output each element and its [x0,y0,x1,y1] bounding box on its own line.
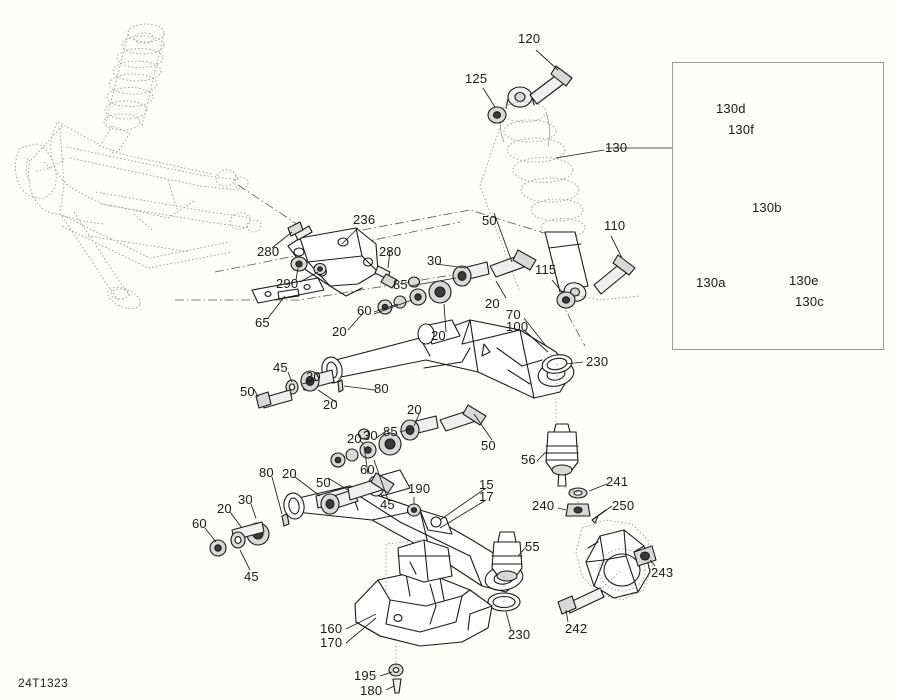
callout-130a: 130a [696,275,726,290]
callout-50-upper-front: 50 [240,384,255,399]
callout-130b: 130b [752,200,782,215]
bushing-290 [290,256,327,276]
callout-80-upper: 80 [374,381,389,396]
callout-241: 241 [606,474,629,489]
callout-240: 240 [532,498,555,513]
callout-110: 110 [604,218,626,233]
fastener-280-right [374,265,398,289]
callout-30-lower-rear: 30 [363,428,378,443]
callout-56: 56 [521,452,536,467]
callout-243: 243 [651,565,674,580]
callout-190: 190 [408,481,431,496]
skid-plate-fasteners [388,663,404,694]
callout-130e: 130e [789,273,819,288]
callout-70: 70 [506,307,521,322]
fastener-190 [406,503,422,517]
callout-60-upper: 60 [357,303,372,318]
callout-15: 15 [479,477,494,492]
callout-30-lower-front: 30 [238,492,253,507]
callout-130c: 130c [795,294,824,309]
callout-280-right: 280 [379,244,402,259]
lower-ball-joint-55 [491,531,523,582]
fastener-115 [556,291,576,309]
callout-20-upper-front: 20 [431,328,446,343]
callout-45-upper-front: 45 [273,360,288,375]
front-shock-assembly [479,86,641,302]
callout-20-upper-mid: 20 [332,324,347,339]
skid-plate [354,539,493,647]
callout-20-lower-left: 20 [217,501,232,516]
callout-180: 180 [360,683,383,698]
upper-a-arm [321,319,575,399]
callout-30-upper-front: 30 [306,369,321,384]
callout-100: 100 [506,319,529,334]
fastener-110 [593,254,636,295]
ghost-frame-assembly [15,23,262,309]
callout-130f: 130f [728,122,755,137]
callout-85-lower: 85 [383,424,398,439]
callout-236: 236 [353,212,376,227]
callout-50-lower-rear: 50 [481,438,496,453]
callout-17: 17 [479,489,494,504]
callout-230-lower: 230 [508,627,531,642]
callout-230-upper: 230 [586,354,609,369]
leader-lines [204,49,672,691]
callout-115: 115 [535,262,557,277]
callout-20-lower-front: 20 [282,466,297,481]
upper-ball-joint-56 [545,423,579,487]
callout-195: 195 [354,668,377,683]
diagram-id-code: 24T1323 [18,676,69,690]
steering-knuckle [575,519,653,601]
callout-242: 242 [565,621,588,636]
callout-45-lower-rear: 45 [380,497,395,512]
callout-250: 250 [612,498,635,513]
callout-130: 130 [605,140,628,155]
fastener-242 [557,587,605,615]
upper-front-pivot-hardware [255,369,344,409]
callout-50-upper-rear: 50 [482,213,497,228]
callout-20-upper-left: 20 [323,397,338,412]
callout-20-lower-mid: 20 [347,431,362,446]
ball-joint-fasteners [565,487,607,524]
callout-130d: 130d [716,101,746,116]
shock-detail-callout-box [672,62,884,350]
upper-bracket-236 [287,227,379,297]
callout-20-upper-rear: 20 [485,296,500,311]
callout-60-lower-mid: 60 [360,462,375,477]
upper-rear-pivot-hardware [377,249,537,315]
callout-85-upper: 85 [393,277,408,292]
callout-65: 65 [255,315,270,330]
callout-20-lower-rear: 20 [407,402,422,417]
callout-170: 170 [320,635,343,650]
callout-50-lower-front: 50 [316,475,331,490]
callout-125: 125 [465,71,488,86]
callout-290: 290 [276,276,299,291]
shock-coil-spring [500,101,586,238]
callout-55: 55 [525,539,540,554]
fastener-125 [487,106,507,124]
callout-30-upper-rear: 30 [427,253,442,268]
callout-280-left: 280 [257,244,280,259]
callout-160: 160 [320,621,343,636]
callout-80-lower: 80 [259,465,274,480]
seal-ring-230-lower [487,592,521,612]
callout-45-lower-outer: 45 [244,569,259,584]
callout-60-lower-left: 60 [192,516,207,531]
fastener-120 [529,65,573,105]
callout-120: 120 [518,31,541,46]
wear-plate-65 [251,277,325,304]
